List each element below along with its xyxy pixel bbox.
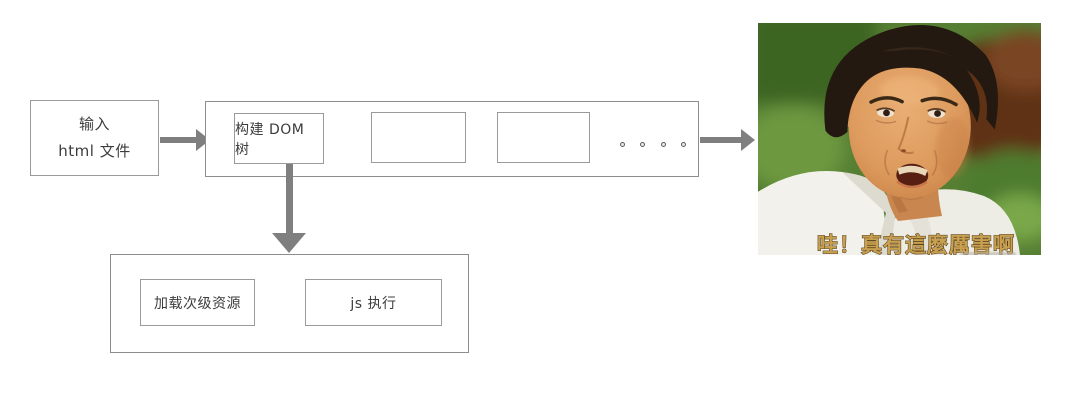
stage-placeholder-1 — [371, 112, 466, 163]
arrow-down-head-icon — [272, 233, 306, 253]
arrow-right-icon — [160, 137, 197, 143]
stage-load-secondary-resources: 加载次级资源 — [140, 279, 255, 326]
input-node-line2: html 文件 — [58, 142, 131, 160]
ellipsis-dot-icon — [620, 142, 625, 147]
arrow-right-icon — [700, 137, 742, 143]
input-node-line1: 输入 — [78, 115, 110, 133]
meme-illustration: 哇！真有這麼厲害啊 — [758, 23, 1041, 255]
meme-caption: 哇！真有這麼厲害啊 — [817, 233, 1015, 255]
ellipsis-dot-icon — [640, 142, 646, 147]
arrow-right-head-icon — [741, 129, 755, 151]
ellipsis-dot-icon — [680, 142, 686, 147]
stage-load-secondary-resources-label: 加载次级资源 — [154, 295, 241, 312]
stage-build-dom-tree-label: 构建 DOM 树 — [235, 121, 305, 158]
stage-placeholder-2 — [497, 112, 590, 163]
watermark — [960, 252, 1016, 255]
stage-js-execute-label: js 执行 — [350, 295, 397, 312]
input-html-node: 输入 html 文件 — [30, 100, 159, 176]
stage-build-dom-tree: 构建 DOM 树 — [234, 113, 324, 164]
meme-image: 哇！真有這麼厲害啊 — [758, 23, 1041, 255]
arrow-down-icon — [286, 164, 293, 234]
ellipsis-dot-icon — [660, 142, 666, 147]
stage-js-execute: js 执行 — [305, 279, 442, 326]
ellipsis-dots — [620, 140, 686, 149]
